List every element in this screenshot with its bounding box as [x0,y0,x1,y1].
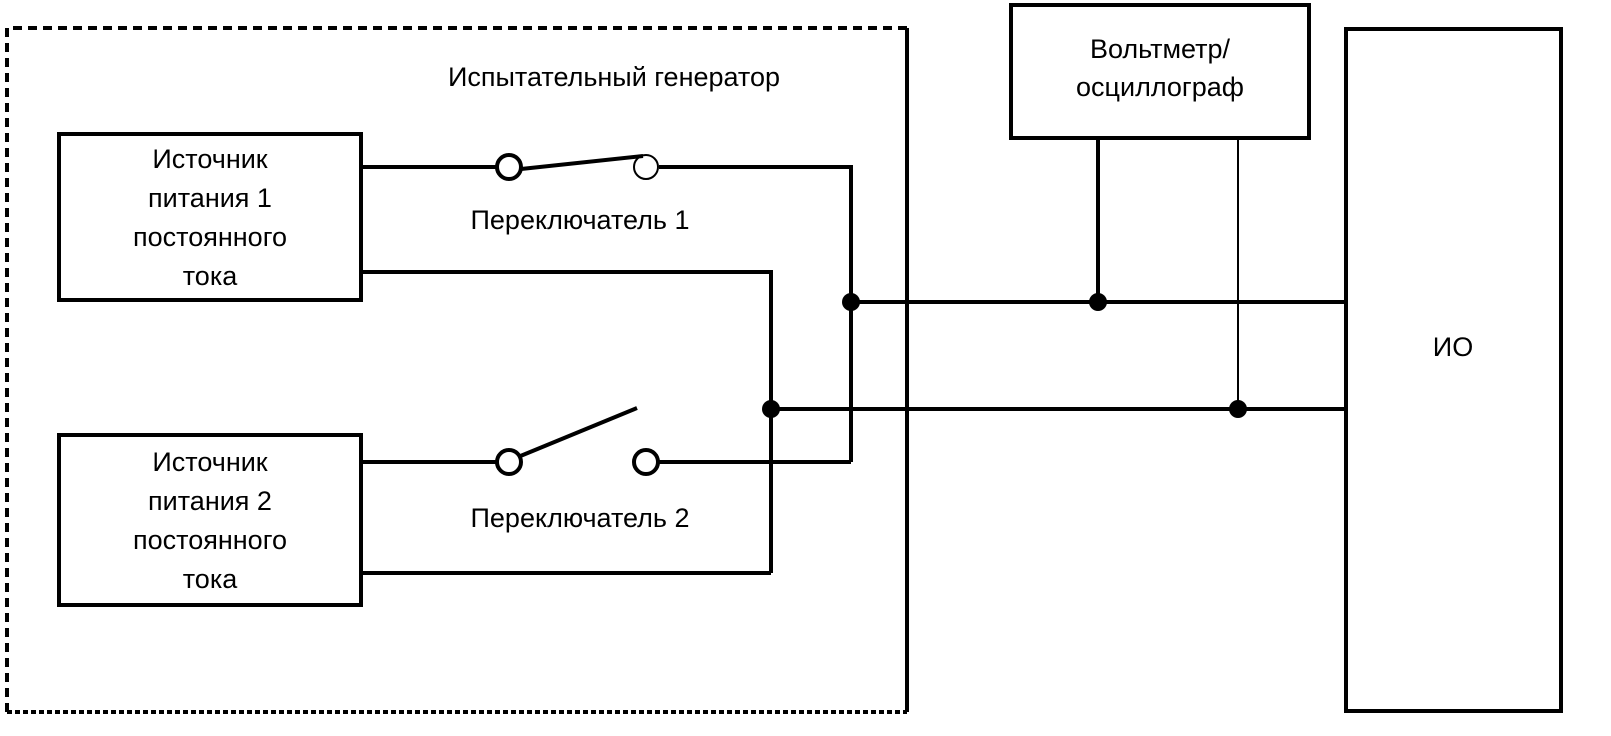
switch-2-label: Переключатель 2 [471,503,690,533]
eut-label: ИО [1433,332,1473,362]
source-1-line-1: Источник [152,144,267,174]
source-2-line-2: питания 2 [148,486,272,516]
switch-1 [495,153,659,181]
source-2-line-4: тока [183,564,238,594]
switch-1-contact-b [633,154,659,180]
junction-dot [1229,400,1247,418]
switch-1-arm [520,154,644,171]
power-source-2: Источник питания 2 постоянного тока [57,433,363,607]
source-1-line-2: питания 1 [148,183,272,213]
junctions [762,293,1247,418]
meter-line-2: осциллограф [1076,72,1244,102]
power-source-1: Источник питания 1 постоянного тока [57,132,363,302]
generator-label: Испытательный генератор [448,62,780,92]
switch-1-label: Переключатель 1 [471,205,690,235]
junction-dot [842,293,860,311]
wire-s1-minus [361,270,773,573]
junction-dot [762,400,780,418]
switch-1-contact-a [495,153,523,181]
voltmeter-oscilloscope-box: Вольтметр/ осциллограф [1009,3,1311,140]
source-1-line-4: тока [183,261,238,291]
wires [361,138,1345,575]
source-2-line-3: постоянного [133,525,287,555]
source-1-line-3: постоянного [133,222,287,252]
switch-2 [495,406,660,476]
equipment-under-test-box: ИО [1344,27,1563,713]
generator-frame [5,26,909,714]
switch-2-contact-a [495,448,523,476]
meter-line-1: Вольтметр/ [1090,34,1231,64]
junction-dot [1089,293,1107,311]
wire-sw1-out [659,165,853,462]
switch-2-arm [517,406,638,459]
source-2-line-1: Источник [152,447,267,477]
switch-2-contact-b [632,448,660,476]
